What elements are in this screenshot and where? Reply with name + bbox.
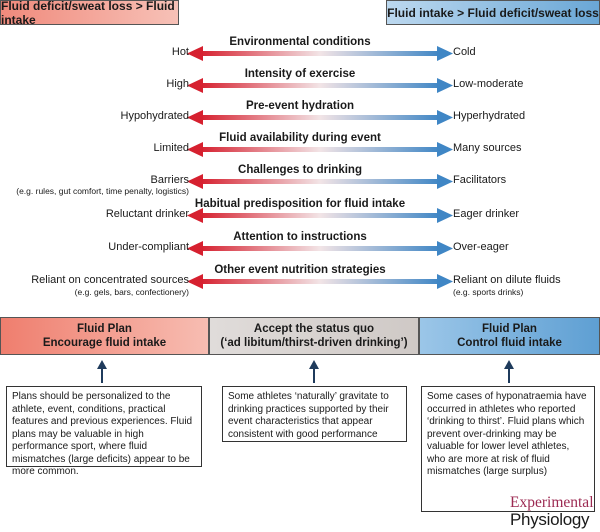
arrow-6 <box>187 208 453 223</box>
plan-encourage-subtitle: Encourage fluid intake <box>42 337 167 349</box>
factor-right-cold: Cold <box>453 46 476 58</box>
factor-title-pre-event: Pre-event hydration <box>246 100 354 112</box>
factor-left-high: High <box>166 78 189 90</box>
factor-title-environmental: Environmental conditions <box>229 36 371 48</box>
factor-left-hypohydrated: Hypohydrated <box>120 110 190 122</box>
logo-line-1: Experimental <box>510 494 594 511</box>
factor-title-attention: Attention to instructions <box>233 231 367 243</box>
up-arrow-right <box>504 360 514 383</box>
plan-status-quo-box: Accept the status quo (‘ad libitum/thirs… <box>209 317 419 355</box>
plan-control-box: Fluid Plan Control fluid intake <box>419 317 600 355</box>
header-left-box: Fluid deficit/sweat loss > Fluid intake <box>0 0 179 27</box>
journal-logo: Experimental Physiology <box>510 494 600 528</box>
factor-left-barriers: Barriers <box>150 174 189 186</box>
plan-control-subtitle: Control fluid intake <box>457 337 562 349</box>
factor-right-dilute-examples: (e.g. sports drinks) <box>453 287 524 297</box>
arrow-4 <box>187 142 453 157</box>
factor-title-intensity: Intensity of exercise <box>244 68 356 80</box>
arrow-1 <box>187 46 453 61</box>
arrow-8 <box>187 274 453 289</box>
logo-line-2: Physiology <box>510 510 590 529</box>
arrow-3 <box>187 110 453 125</box>
up-arrow-left <box>97 360 107 383</box>
factor-left-hot: Hot <box>171 46 189 58</box>
factor-arrows <box>187 46 453 289</box>
factor-title-challenges: Challenges to drinking <box>238 164 362 176</box>
up-arrow-middle <box>309 360 319 383</box>
factor-right-eager: Eager drinker <box>453 208 520 220</box>
description-encourage: Plans should be personalized to the athl… <box>6 386 202 477</box>
arrow-2 <box>187 78 453 93</box>
plan-control-title: Fluid Plan <box>482 323 537 335</box>
header-left-label: Fluid deficit/sweat loss > Fluid intake <box>1 0 175 27</box>
factor-left-reluctant: Reluctant drinker <box>105 208 189 220</box>
factor-right-dilute: Reliant on dilute fluids <box>453 274 561 286</box>
header-right-label: Fluid intake > Fluid deficit/sweat loss <box>387 5 599 20</box>
factor-right-over-eager: Over-eager <box>453 241 509 253</box>
factor-title-nutrition: Other event nutrition strategies <box>214 264 386 276</box>
plan-encourage-title: Fluid Plan <box>77 323 132 335</box>
plan-status-quo-subtitle: (‘ad libitum/thirst-driven drinking’) <box>220 337 408 349</box>
factor-left-concentrated-examples: (e.g. gels, bars, confectionery) <box>74 287 189 297</box>
factor-left-concentrated: Reliant on concentrated sources <box>31 274 189 286</box>
factor-right-many-sources: Many sources <box>453 142 522 154</box>
plan-status-quo-title: Accept the status quo <box>253 323 375 335</box>
arrow-7 <box>187 241 453 256</box>
description-status-quo: Some athletes ‘naturally’ gravitate to d… <box>222 386 407 442</box>
factor-right-facilitators: Facilitators <box>453 174 507 186</box>
factor-title-predisposition: Habitual predisposition for fluid intake <box>194 198 406 210</box>
description-control: Some cases of hyponatraemia have occurre… <box>421 386 595 512</box>
factor-left-limited: Limited <box>153 142 189 154</box>
factor-left-barriers-examples: (e.g. rules, gut comfort, time penalty, … <box>16 186 189 196</box>
factor-right-low-moderate: Low-moderate <box>453 78 524 90</box>
factor-title-availability: Fluid availability during event <box>219 132 381 144</box>
plan-encourage-box: Fluid Plan Encourage fluid intake <box>0 317 209 355</box>
factor-right-hyperhydrated: Hyperhydrated <box>453 110 526 122</box>
arrow-5 <box>187 174 453 189</box>
factor-left-under-compliant: Under-compliant <box>108 241 189 253</box>
